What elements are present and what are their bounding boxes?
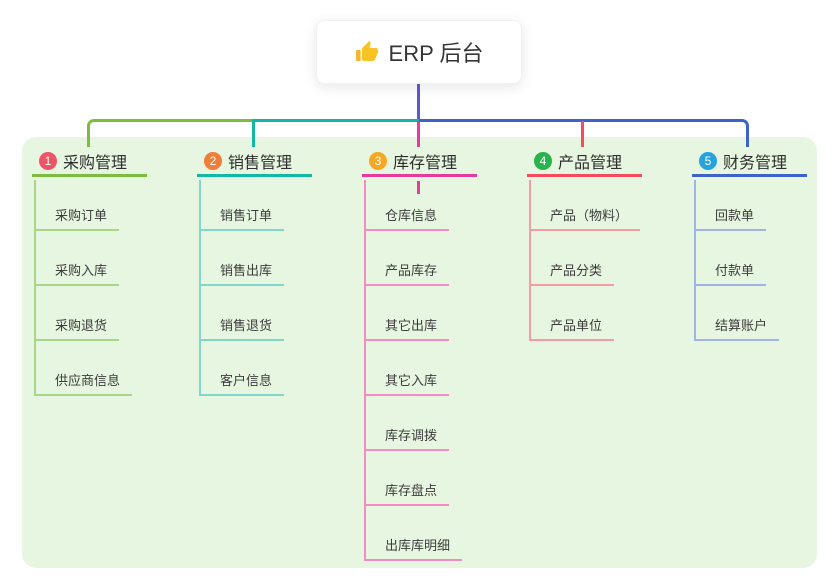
child-node[interactable]: 采购入库	[34, 260, 120, 286]
connector-drop-sales	[252, 121, 255, 147]
child-node[interactable]: 其它入库	[364, 370, 450, 396]
child-node[interactable]: 销售退货	[199, 315, 285, 341]
connector-drop-inventory	[417, 121, 420, 147]
child-node[interactable]: 产品单位	[529, 315, 615, 341]
child-node[interactable]: 库存调拨	[364, 425, 450, 451]
connector-rail-purchase	[87, 119, 255, 147]
child-node[interactable]: 回款单	[694, 205, 767, 231]
branch-purchase: 1 采购管理 采购订单 采购入库 采购退货 供应商信息	[32, 147, 182, 396]
child-node[interactable]: 供应商信息	[34, 370, 133, 396]
root-title: ERP 后台	[388, 41, 484, 66]
branch-node-inventory[interactable]: 3 库存管理	[362, 147, 477, 177]
connector-rail-finance	[419, 119, 749, 147]
root-connector-line	[417, 84, 420, 122]
child-node[interactable]: 客户信息	[199, 370, 285, 396]
branch-number-badge: 4	[534, 151, 552, 170]
child-node[interactable]: 产品（物料）	[529, 205, 641, 231]
branch-label: 采购管理	[63, 154, 128, 172]
child-node[interactable]: 出库库明细	[364, 535, 463, 561]
connector-spine	[364, 180, 366, 560]
child-node[interactable]: 产品库存	[364, 260, 450, 286]
connector-spine	[694, 180, 696, 340]
branch-label: 销售管理	[228, 154, 293, 172]
branch-number-badge: 3	[369, 151, 387, 170]
branch-node-finance[interactable]: 5 财务管理	[692, 147, 807, 177]
branch-number-badge: 2	[204, 151, 222, 170]
branch-product: 4 产品管理 产品（物料） 产品分类 产品单位	[527, 147, 677, 341]
branch-node-product[interactable]: 4 产品管理	[527, 147, 642, 177]
branch-finance: 5 财务管理 回款单 付款单 结算账户	[692, 147, 839, 341]
branch-label: 产品管理	[558, 154, 623, 172]
branch-number-badge: 1	[39, 151, 57, 170]
child-node[interactable]: 付款单	[694, 260, 767, 286]
child-node[interactable]: 其它出库	[364, 315, 450, 341]
child-node[interactable]: 销售订单	[199, 205, 285, 231]
child-node[interactable]: 仓库信息	[364, 205, 450, 231]
child-node[interactable]: 结算账户	[694, 315, 780, 341]
child-node[interactable]: 销售出库	[199, 260, 285, 286]
child-node[interactable]: 采购退货	[34, 315, 120, 341]
connector-stub-inventory	[417, 181, 420, 194]
connector-spine	[199, 180, 201, 395]
root-node[interactable]: ERP 后台	[316, 20, 522, 84]
connector-drop-product	[581, 121, 584, 147]
branch-node-purchase[interactable]: 1 采购管理	[32, 147, 147, 177]
connector-rail-sales	[252, 119, 419, 122]
connector-spine	[34, 180, 36, 395]
thumbs-up-icon	[355, 40, 379, 64]
branch-inventory: 3 库存管理 仓库信息 产品库存 其它出库 其它入库 库存调拨 库存盘点 出库库…	[362, 147, 512, 561]
branch-label: 库存管理	[393, 154, 458, 172]
branch-sales: 2 销售管理 销售订单 销售出库 销售退货 客户信息	[197, 147, 347, 396]
background-panel	[22, 137, 817, 568]
child-node[interactable]: 库存盘点	[364, 480, 450, 506]
branch-label: 财务管理	[723, 154, 788, 172]
connector-spine	[529, 180, 531, 340]
child-node[interactable]: 采购订单	[34, 205, 120, 231]
branch-node-sales[interactable]: 2 销售管理	[197, 147, 312, 177]
child-node[interactable]: 产品分类	[529, 260, 615, 286]
branch-number-badge: 5	[699, 151, 717, 170]
